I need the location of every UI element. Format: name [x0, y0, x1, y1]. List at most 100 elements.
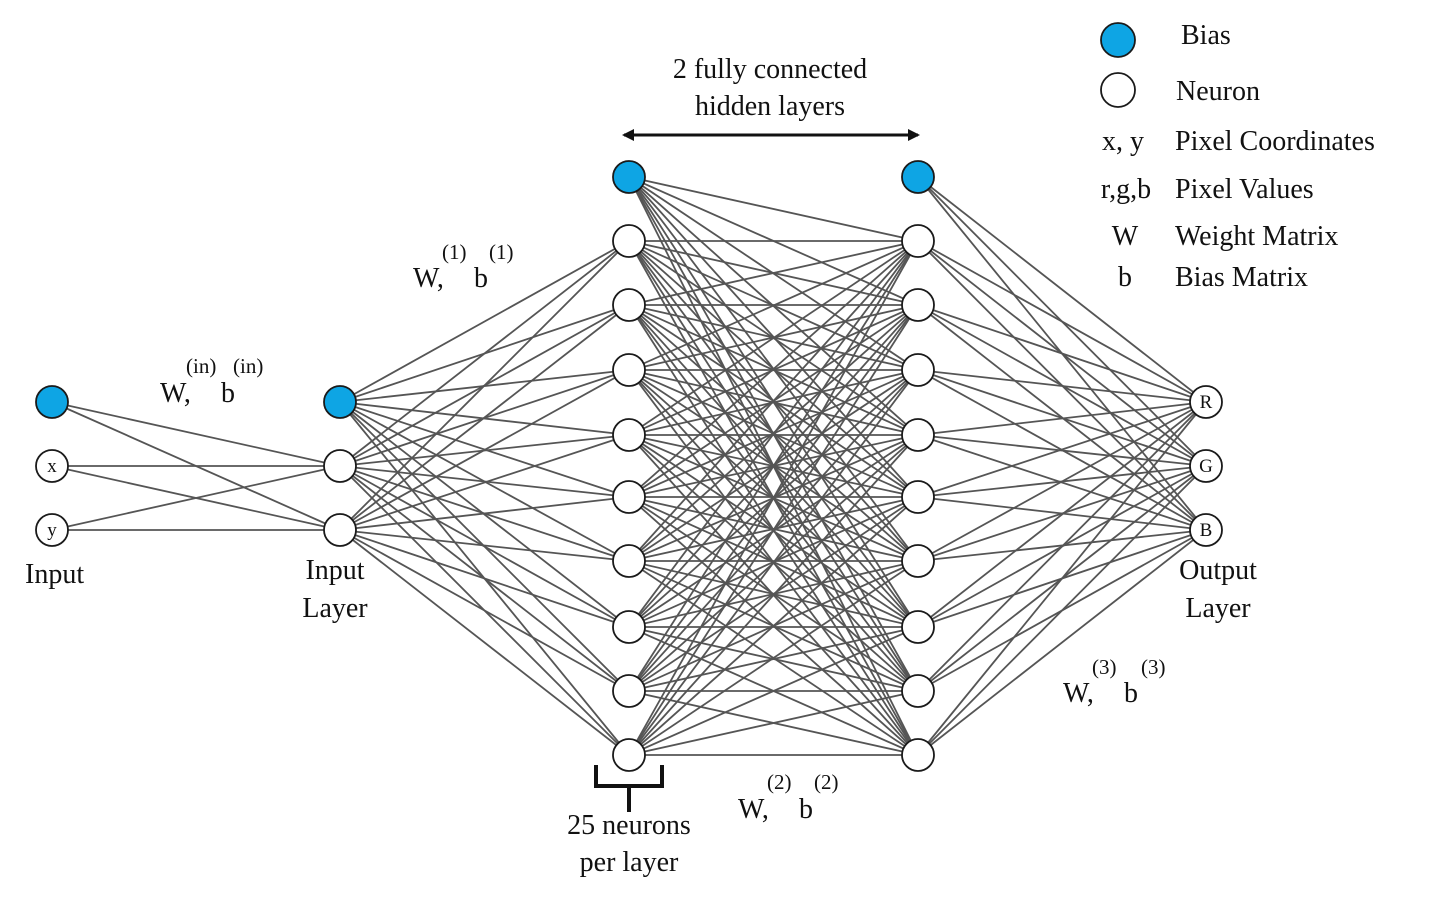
connection-edge [339, 434, 630, 531]
connection-edge [917, 176, 1207, 403]
neuron-node [901, 288, 935, 322]
neuron-node [612, 353, 646, 387]
bias-superscript-in: (in) [233, 354, 264, 378]
connection-edge [628, 240, 919, 371]
neuron-node [612, 418, 646, 452]
hidden-layers-label-line1: 2 fully connected [672, 54, 868, 85]
legend-symbol-w: W [1111, 221, 1139, 252]
connection-edge [628, 369, 919, 756]
neuron-node [612, 738, 646, 772]
bias-node [612, 160, 646, 194]
connection-edge [917, 401, 1207, 756]
weight-superscript-1: (1) [442, 240, 467, 264]
connection-edge [628, 240, 919, 306]
connection-edge [339, 465, 630, 498]
connection-edge [628, 240, 919, 628]
weight-matrix-3: W, [1063, 678, 1094, 709]
legend-label-bias-matrix: Bias Matrix [1175, 262, 1308, 293]
neuron-node [612, 610, 646, 644]
connection-edge [628, 240, 919, 562]
connection-edge [339, 529, 630, 692]
bias-matrix-3: b [1124, 678, 1138, 709]
neuron-node [901, 353, 935, 387]
connection-edge [917, 401, 1207, 692]
neuron-node [901, 224, 935, 258]
connection-edge [628, 176, 919, 242]
connection-edge [917, 401, 1207, 436]
connection-edge [628, 496, 919, 756]
legend-label-pixel-coordinates: Pixel Coordinates [1175, 126, 1375, 157]
weight-superscript-2: (2) [767, 770, 792, 794]
output-node-label: R [1200, 392, 1213, 413]
annotations [594, 129, 920, 812]
legend-icons [1100, 22, 1136, 108]
output-layer-label-line1: Output [1179, 555, 1257, 586]
neuron-node [901, 418, 935, 452]
connection-edge [339, 369, 630, 531]
weight-matrix-1: W, [413, 263, 444, 294]
connection-edge [628, 240, 919, 498]
neuron-node [612, 674, 646, 708]
connection-edge [628, 626, 919, 756]
neuron-node [1189, 513, 1223, 547]
bias-superscript-2: (2) [814, 770, 839, 794]
connection-edge [339, 240, 630, 467]
connection-edge [51, 401, 341, 467]
neurons-per-layer-line1: 25 neurons [567, 810, 691, 841]
input-layer-label-line1: Input [305, 555, 365, 586]
connection-edge [917, 529, 1207, 756]
connection-edge [628, 304, 919, 756]
bias-matrix-in: b [221, 378, 235, 409]
neuron-node [35, 513, 69, 547]
connection-edge [339, 401, 630, 628]
connection-edge [339, 529, 630, 562]
output-node-label: G [1199, 456, 1213, 477]
legend-label-weight-matrix: Weight Matrix [1175, 221, 1339, 252]
connection-edge [917, 401, 1207, 628]
neuron-node [901, 610, 935, 644]
neurons-brace [594, 765, 664, 812]
weight-matrix-2: W, [738, 794, 769, 825]
neuron-node [901, 480, 935, 514]
neuron-node [901, 738, 935, 772]
input-label: Input [25, 559, 85, 590]
connection-edge [917, 465, 1207, 756]
legend-symbol-xy: x, y [1102, 126, 1144, 157]
bias-matrix-2: b [799, 794, 813, 825]
neuron-node [323, 513, 357, 547]
legend-symbol-b: b [1118, 262, 1132, 293]
bias-superscript-1: (1) [489, 240, 514, 264]
connection-edge [917, 304, 1207, 403]
weight-matrix-in: W, [160, 378, 191, 409]
connection-edge [628, 240, 919, 756]
connection-edge [917, 434, 1207, 467]
hidden-layers-label-line2: hidden layers [694, 91, 846, 122]
neuron-node [612, 544, 646, 578]
connection-edge [917, 369, 1207, 403]
legend-label-bias: Bias [1181, 20, 1231, 51]
neuron-node [1189, 385, 1223, 419]
output-node-label: B [1200, 520, 1213, 541]
legend-bias-icon [1100, 22, 1136, 58]
bias-node [323, 385, 357, 419]
connection-edge [339, 240, 630, 531]
legend-label-pixel-values: Pixel Values [1175, 174, 1314, 205]
neuron-node [1189, 449, 1223, 483]
neuron-node [35, 449, 69, 483]
bias-node [35, 385, 69, 419]
connection-edge [917, 401, 1207, 562]
neuron-node [612, 224, 646, 258]
connection-edge [628, 434, 919, 756]
bias-node [901, 160, 935, 194]
connection-edge [628, 560, 919, 756]
bias-superscript-3: (3) [1141, 655, 1166, 679]
input-node-label: y [47, 520, 57, 541]
input-layer-label-line2: Layer [302, 593, 368, 624]
connection-edge [51, 465, 341, 531]
connection-edge [628, 240, 919, 692]
connection-edges [51, 176, 1207, 756]
connection-edge [339, 529, 630, 756]
connection-edge [628, 690, 919, 756]
